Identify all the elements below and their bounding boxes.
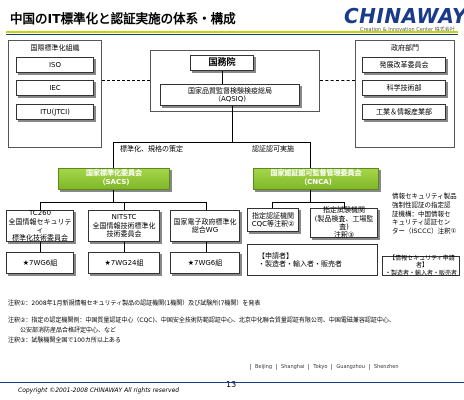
connector (344, 202, 345, 208)
isec-applicant-text: ・製造者・輸入者・販売者 (385, 269, 458, 277)
connector (310, 142, 311, 168)
note-3: 注釈③：試験機関全国で100カ所以上ある (8, 337, 121, 344)
certification-label: 認証認可実施 (252, 145, 294, 153)
page-number: 13 (226, 380, 237, 389)
connector (206, 202, 207, 210)
egov-wg-box: 国家電子政府標準化 総合WG (170, 210, 240, 242)
city-label: Shanghai (276, 364, 309, 370)
tc260-wg-box: ★7WG6組 (6, 252, 74, 274)
intl-standards-title: 国際標準化組織 (30, 44, 80, 52)
connector (113, 190, 114, 202)
note-1: 注釈①：2008年1月新規情報セキュリティ製品の認証機関(1機関）及び試験所(7… (8, 300, 261, 307)
connector (222, 71, 223, 84)
iso-box: ISO (16, 57, 94, 73)
city-label: Tokyo (308, 364, 332, 370)
applicant-box: 【申請者】 ・製造者・輸入者・販売者 (247, 244, 378, 276)
footer-rule (0, 382, 464, 383)
test-lab-box: 指定試験機関 (製品検査、工場監査) 注釈③ (310, 206, 378, 239)
applicant-title: 【申請者】 (258, 251, 293, 260)
gov-depts-title: 政府部門 (391, 44, 419, 52)
itu-box: ITU(JTCI) (16, 104, 94, 120)
cert-body-box: 指定認証機関 CQC等注釈② (247, 208, 299, 232)
applicant-text: ・製造者・輸入者・販売者 (258, 260, 342, 268)
link-gov (320, 80, 355, 81)
cnca-box: 国家認証認可監督管理委員会 （CNCA) (253, 168, 379, 190)
connector (40, 242, 41, 252)
connector (124, 202, 125, 210)
header-rule (6, 34, 458, 35)
page-title: 中国のIT標準化と認証実施の体系・構成 (10, 11, 236, 26)
link-intl (102, 80, 150, 81)
header-rule-accent (6, 31, 458, 33)
connector (124, 242, 125, 252)
aqsiq-box: 国家品質監督検験検疫総局 （AQSIQ) (160, 84, 300, 106)
connector (272, 202, 273, 208)
connector (40, 202, 206, 203)
logo-tagline: Creation & Innovation Center 株式会社 (360, 27, 455, 33)
miit-box: 工業＆情報産業部 (362, 104, 446, 120)
city-label: Shenzhen (368, 364, 403, 370)
connector (113, 142, 114, 168)
isec-applicant-box: 【情報セキュリティ申請者】 ・製造者・輸入者・販売者 (382, 255, 460, 277)
copyright: Copyright ©2001-2008 CHINAWAY All rights… (18, 387, 180, 394)
state-council-box: 国務院 (190, 55, 254, 71)
tc260-box: TC260 全国情報セキュリティ 標準化技術委員会 (6, 209, 74, 242)
most-box: 科学技術部 (362, 80, 446, 96)
standardization-label: 標準化、規格の策定 (120, 145, 183, 153)
nitstc-box: NITSTC 全国情報技術標準化 技術委員会 (88, 210, 160, 242)
city-label: Beijing (250, 364, 277, 370)
isccc-note: 情報セキュリティ製品 強制性認証の指定認 証機構：中国情報セ キュリティ認証セン… (392, 192, 457, 236)
chinaway-logo: CHINAWAY (344, 4, 464, 28)
ndrc-box: 発展改革委員会 (362, 57, 446, 73)
connector (206, 242, 207, 252)
connector (232, 106, 233, 142)
city-label: Guangzhou (331, 364, 369, 370)
nitstc-wg-box: ★7WG24組 (88, 252, 160, 274)
connector (272, 202, 344, 203)
connector (113, 142, 310, 143)
connector (310, 190, 311, 202)
isec-applicant-title: 【情報セキュリティ申請者】 (389, 255, 455, 270)
sacs-box: 国家標準化委員会 （SACS) (58, 168, 170, 190)
note-2: 注釈②：指定の認定機関例：中国質量認証中心（CQC)、中国安全技術防範認証中心、… (8, 317, 395, 324)
note-2-cont: 公安部消防産品合格評定中心、など (8, 327, 117, 334)
egov-wg-groups-box: ★7WG6組 (170, 252, 240, 274)
iec-box: IEC (16, 80, 94, 96)
connector (40, 202, 41, 210)
